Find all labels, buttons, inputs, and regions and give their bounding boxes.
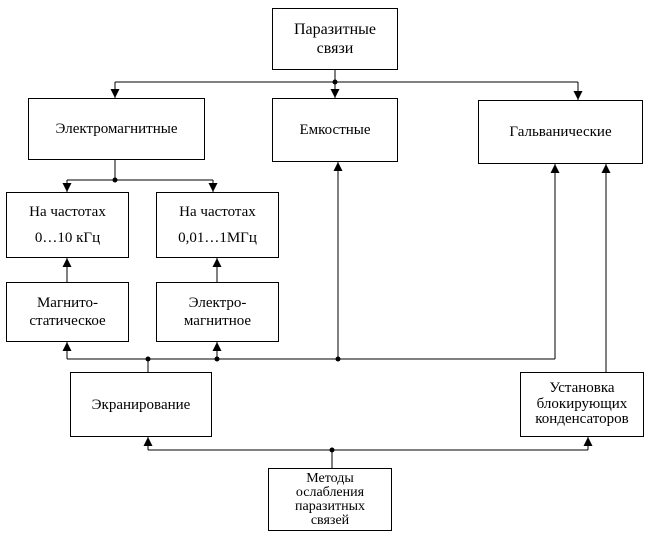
root-label: Паразитные связи <box>293 20 377 57</box>
shielding-node: Экранирование <box>70 372 212 437</box>
freq-high-node: На частотах 0,01…1МГц <box>156 192 279 258</box>
freq-low-label: На частотах 0…10 кГц <box>29 203 106 246</box>
magnetostatic-label: Магнито- статическое <box>29 295 106 329</box>
galvanic-label: Гальванические <box>509 124 612 140</box>
electromagnetic-field-label: Электро- магнитное <box>183 295 252 329</box>
freq-low-node: На частотах 0…10 кГц <box>6 192 129 258</box>
capacitive-node: Емкостные <box>272 98 398 162</box>
root-node: Паразитные связи <box>272 8 398 70</box>
magnetostatic-node: Магнито- статическое <box>6 282 129 342</box>
shielding-label: Экранирование <box>91 396 191 413</box>
electromagnetic-label: Электромагнитные <box>55 121 178 137</box>
methods-label: Методы ослабления паразитных связей <box>295 470 365 528</box>
methods-node: Методы ослабления паразитных связей <box>268 468 392 531</box>
capacitors-node: Установка блокирующих конденсаторов <box>520 372 644 437</box>
capacitive-label: Емкостные <box>299 122 371 138</box>
galvanic-node: Гальванические <box>478 100 643 164</box>
electromagnetic-node: Электромагнитные <box>28 98 205 160</box>
freq-high-label: На частотах 0,01…1МГц <box>178 203 257 246</box>
capacitors-label: Установка блокирующих конденсаторов <box>535 379 629 428</box>
electromagnetic-field-node: Электро- магнитное <box>156 282 279 342</box>
